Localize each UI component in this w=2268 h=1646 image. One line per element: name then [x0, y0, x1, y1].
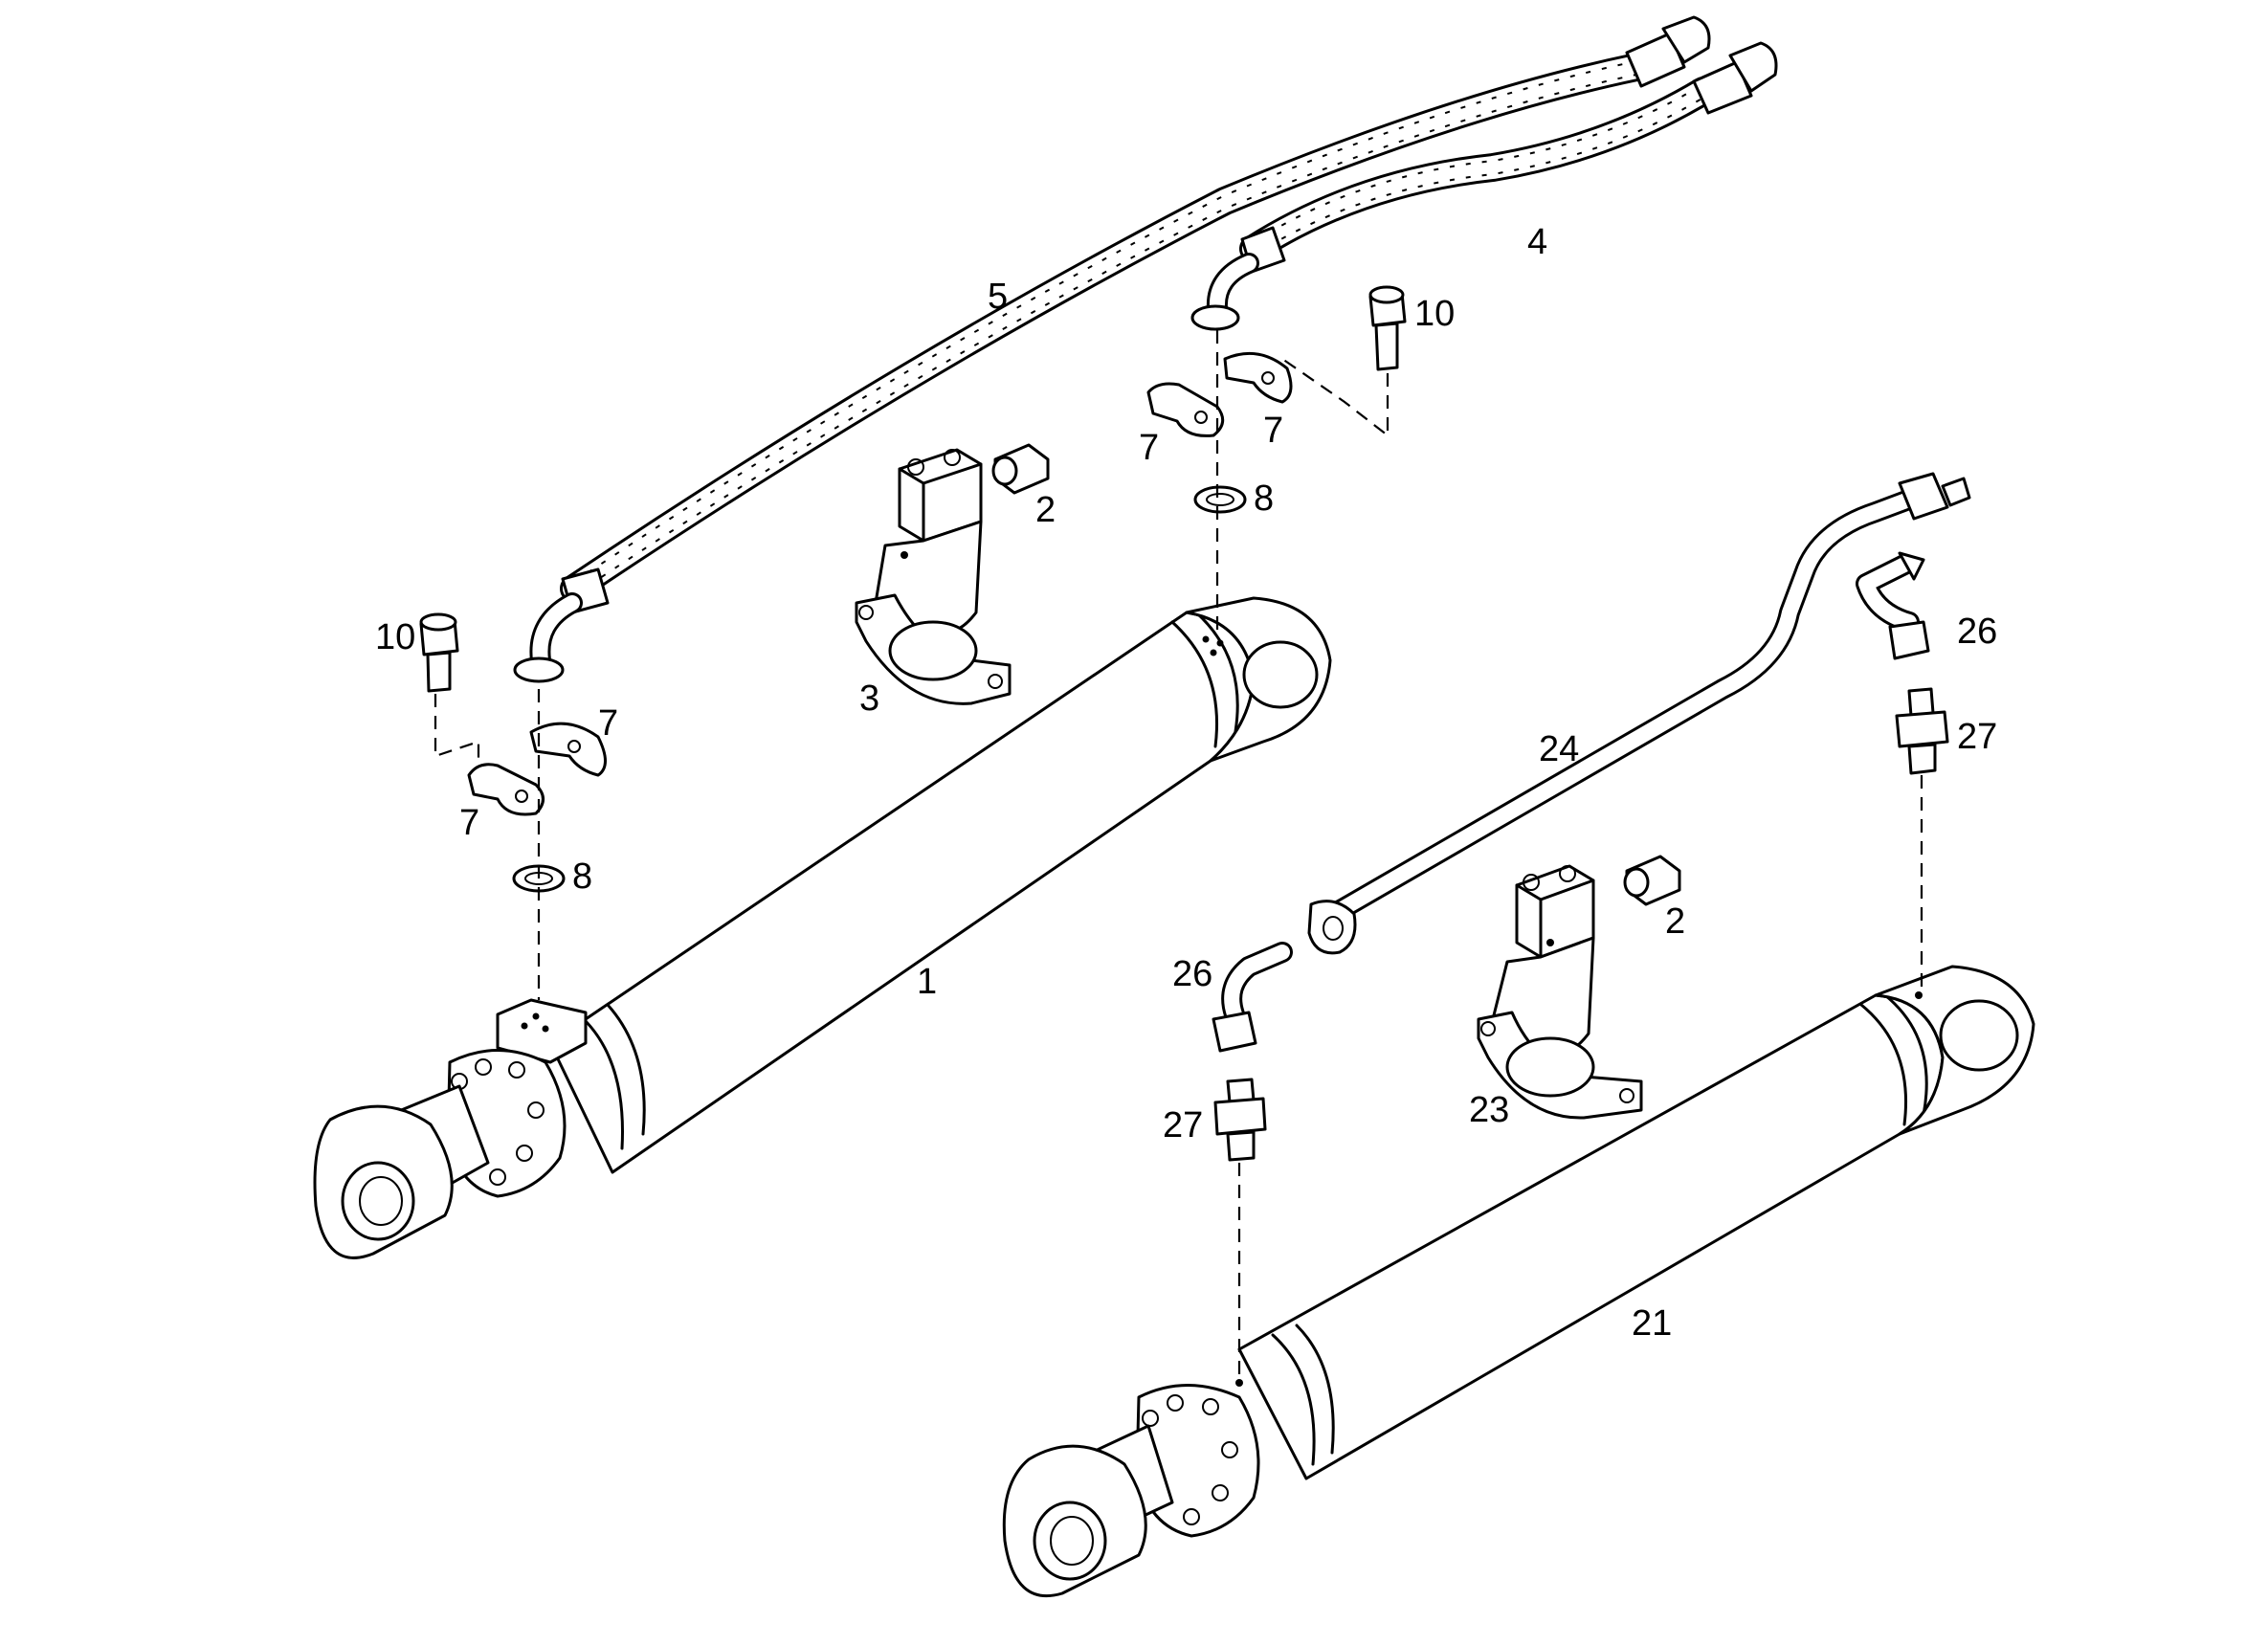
callout-8-left: 8 [572, 856, 592, 897]
callout-26-left: 26 [1172, 954, 1212, 994]
callout-2-upper: 2 [1035, 490, 1056, 530]
screw-10-left [419, 612, 459, 693]
callout-27-right: 27 [1957, 717, 1997, 757]
callout-1: 1 [917, 962, 937, 1002]
o-ring-8-right [1193, 485, 1247, 514]
elbow-fitting-26-left [1212, 942, 1293, 1053]
callout-23: 23 [1469, 1090, 1509, 1130]
adapter-27-left [1213, 1078, 1267, 1162]
callout-8-right: 8 [1254, 478, 1274, 519]
plug-2-lower [1623, 855, 1681, 906]
braided-hose-5 [513, 15, 1711, 683]
callout-4: 4 [1527, 222, 1547, 262]
callout-5: 5 [988, 277, 1008, 317]
steel-pipe-24 [1307, 472, 1971, 955]
callout-21: 21 [1632, 1303, 1672, 1344]
hydraulic-cylinder-1 [313, 596, 1332, 1259]
adapter-27-right [1895, 687, 1949, 775]
callout-27-left: 27 [1163, 1105, 1203, 1146]
callout-7-left-lower: 7 [459, 803, 479, 843]
callout-24: 24 [1539, 729, 1579, 769]
callout-7-right-right: 7 [1263, 411, 1283, 451]
mounting-bracket-23 [1477, 864, 1643, 1120]
callout-7-left-upper: 7 [598, 703, 618, 744]
screw-10-right [1368, 285, 1407, 371]
assembly-centerlines [434, 330, 1923, 1378]
callout-10-left: 10 [375, 617, 415, 657]
plug-2-upper [991, 443, 1050, 495]
callout-2-lower: 2 [1665, 901, 1685, 942]
flange-clamp-7-left [467, 722, 607, 816]
callout-10-right: 10 [1414, 294, 1455, 334]
braided-hose-4 [1190, 41, 1778, 331]
hydraulic-cylinder-21 [1002, 965, 2035, 1598]
callout-3: 3 [859, 678, 879, 719]
callout-labels: 1 2 2 3 4 5 7 7 7 7 8 8 10 10 21 23 24 2… [375, 222, 1997, 1344]
callout-7-right-left: 7 [1139, 428, 1159, 468]
elbow-fitting-26-right [1856, 551, 1930, 660]
flange-clamp-7-right [1146, 351, 1293, 437]
mounting-bracket-3 [855, 448, 1012, 705]
callout-26-right: 26 [1957, 612, 1997, 652]
